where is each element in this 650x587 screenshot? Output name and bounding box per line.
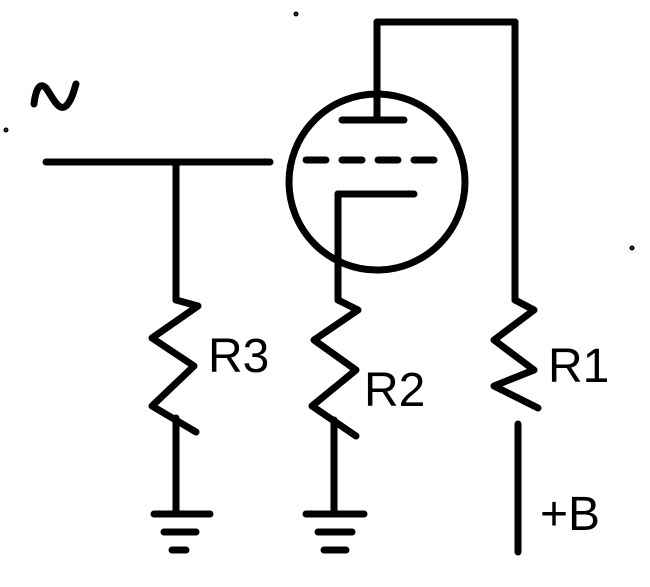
speck bbox=[3, 127, 9, 133]
ac-source-icon bbox=[30, 80, 80, 111]
resistor-r3 bbox=[148, 296, 202, 436]
r3-label: R3 bbox=[208, 330, 269, 383]
r2-label: R2 bbox=[364, 364, 425, 417]
r1-label: R1 bbox=[548, 340, 609, 393]
supply-label: +B bbox=[540, 488, 600, 541]
ground-icon bbox=[150, 510, 214, 554]
speck bbox=[293, 11, 299, 17]
ground-icon bbox=[302, 510, 368, 554]
speck bbox=[629, 245, 635, 251]
resistor-r2 bbox=[308, 296, 362, 440]
resistor-r1 bbox=[490, 296, 542, 412]
